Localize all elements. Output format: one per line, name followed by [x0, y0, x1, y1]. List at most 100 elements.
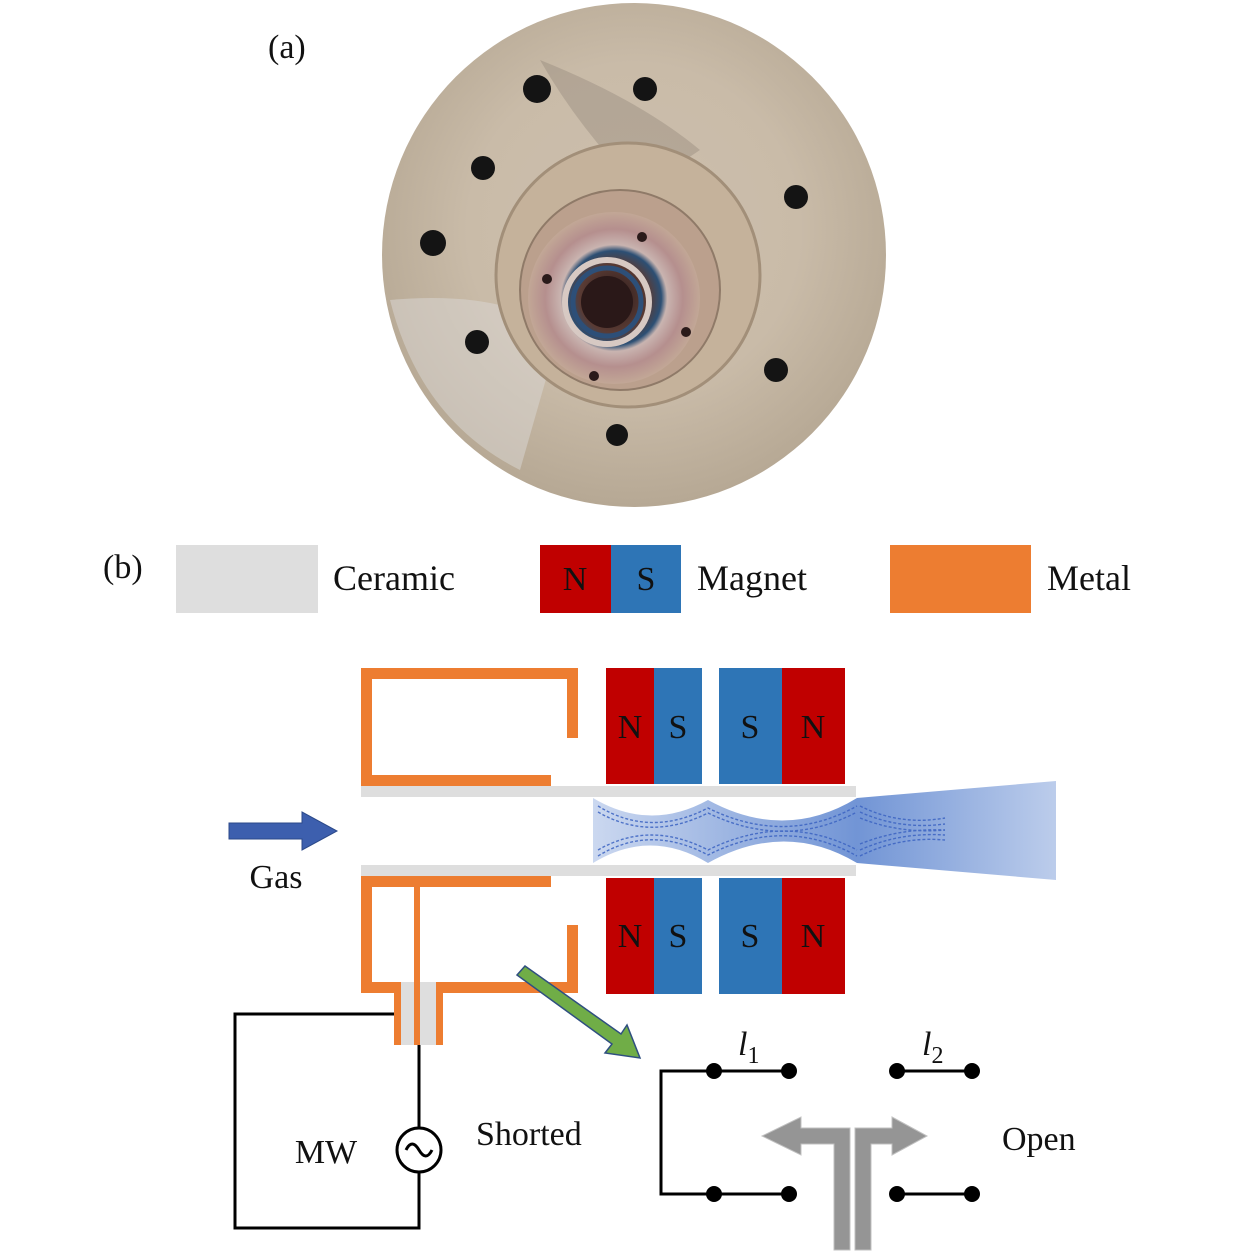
coax-outer [436, 982, 443, 1045]
screw-hole [589, 371, 599, 381]
legend-metal-swatch [890, 545, 1031, 613]
bolt-hole [784, 185, 808, 209]
legend-ceramic-swatch [176, 545, 318, 613]
ac-wave-icon [404, 1142, 434, 1158]
shorted-label: Shorted [476, 1116, 582, 1153]
ceramic-tube-lower [361, 865, 856, 876]
magnet-block-s [719, 878, 782, 994]
field-line [597, 811, 858, 832]
bolt-hole [523, 75, 551, 103]
magnet-pole-label: S [741, 918, 760, 955]
metal-wall [361, 775, 551, 786]
magnet-pole-label: S [669, 709, 688, 746]
magnet-pole-label: N [618, 918, 643, 955]
legend-magnet-label: Magnet [697, 558, 807, 598]
bolt-hole [420, 230, 446, 256]
bolt-holes [420, 75, 808, 446]
magnet-pole-label: N [618, 709, 643, 746]
metal-wall [361, 876, 551, 887]
magnet-block-s [719, 668, 782, 784]
l1-label: l1 [738, 1026, 759, 1069]
center-bore [581, 276, 633, 328]
metal-wall [361, 668, 372, 786]
l2-subscript: 2 [931, 1043, 943, 1069]
magnet-block-n [606, 878, 654, 994]
ceramic-ring [562, 257, 652, 347]
field-line [597, 830, 858, 851]
panel-a-label: (a) [268, 29, 306, 66]
screw-hole [542, 274, 552, 284]
right-branch-arrow-icon [854, 1116, 929, 1251]
legend-magnet-s-swatch [611, 545, 681, 613]
l1-symbol: l [738, 1026, 747, 1063]
magnet-pole-label: S [669, 918, 688, 955]
l2-label: l2 [922, 1026, 943, 1069]
legend: Ceramic N S Magnet Metal [176, 545, 1131, 613]
coax-outer [394, 982, 401, 1045]
coax-inner [414, 993, 420, 1045]
legend-magnet-s-text: S [637, 561, 656, 598]
terminal-dot [964, 1186, 980, 1202]
magnet-pole-label: N [801, 709, 826, 746]
mw-circuit [233, 1012, 443, 1230]
bolt-hole [633, 77, 657, 101]
gas-label: Gas [250, 859, 303, 896]
upper-magnets: N S S N [606, 668, 845, 784]
terminal-dot [781, 1186, 797, 1202]
metal-wall [567, 925, 578, 993]
lower-metal-cavity [361, 876, 578, 1045]
zoom-arrow-icon [515, 964, 642, 1059]
bolt-hole [471, 156, 495, 180]
metal-wall [361, 668, 578, 679]
legend-magnet-n-swatch [540, 545, 611, 613]
magnet-block-s [654, 878, 702, 994]
terminal-dot [706, 1063, 722, 1079]
metal-wall [440, 982, 578, 993]
coax-dielectric [420, 982, 436, 1045]
inner-conductor [414, 887, 420, 993]
gas-arrow-icon [228, 811, 339, 851]
mw-label: MW [295, 1134, 358, 1171]
legend-metal-label: Metal [1047, 558, 1131, 598]
ac-source-icon [395, 1126, 443, 1174]
metal-wall [361, 982, 401, 993]
stub-diagram: l1 l2 Open [659, 1026, 1076, 1251]
l2-symbol: l [922, 1026, 931, 1063]
magnet-pole-label: S [741, 709, 760, 746]
terminal-dot [964, 1063, 980, 1079]
legend-magnet-n-text: N [563, 561, 588, 598]
left-branch-arrow-icon [760, 1116, 851, 1251]
magnet-pole-label: N [801, 918, 826, 955]
terminal-dot [781, 1063, 797, 1079]
circuit-wire [233, 1012, 421, 1230]
screw-hole [637, 232, 647, 242]
bolt-hole [606, 424, 628, 446]
metal-wall [567, 668, 578, 738]
plasma [593, 781, 1056, 880]
plasma-column [593, 798, 857, 863]
magnet-block-n [782, 668, 845, 784]
field-line [859, 817, 946, 832]
bolt-hole [465, 330, 489, 354]
ceramic-tube-upper [361, 786, 856, 797]
flange-photo [382, 3, 886, 507]
magnet-block-s [654, 668, 702, 784]
field-line [859, 829, 946, 845]
lower-magnets: N S S N [606, 878, 845, 994]
plasma-plume [857, 781, 1056, 880]
ceramic-tube-edge [570, 265, 644, 339]
field-line [597, 805, 858, 828]
field-line [597, 835, 858, 857]
field-lines [597, 805, 946, 857]
l1-subscript: 1 [747, 1043, 759, 1069]
screw-hole [681, 327, 691, 337]
bolt-hole [764, 358, 788, 382]
open-label: Open [1002, 1121, 1076, 1158]
coax-dielectric [401, 982, 414, 1045]
magnet-block-n [782, 878, 845, 994]
terminal-dot [889, 1063, 905, 1079]
legend-ceramic-label: Ceramic [333, 558, 455, 598]
terminal-dot [889, 1186, 905, 1202]
metal-wall [361, 876, 372, 993]
